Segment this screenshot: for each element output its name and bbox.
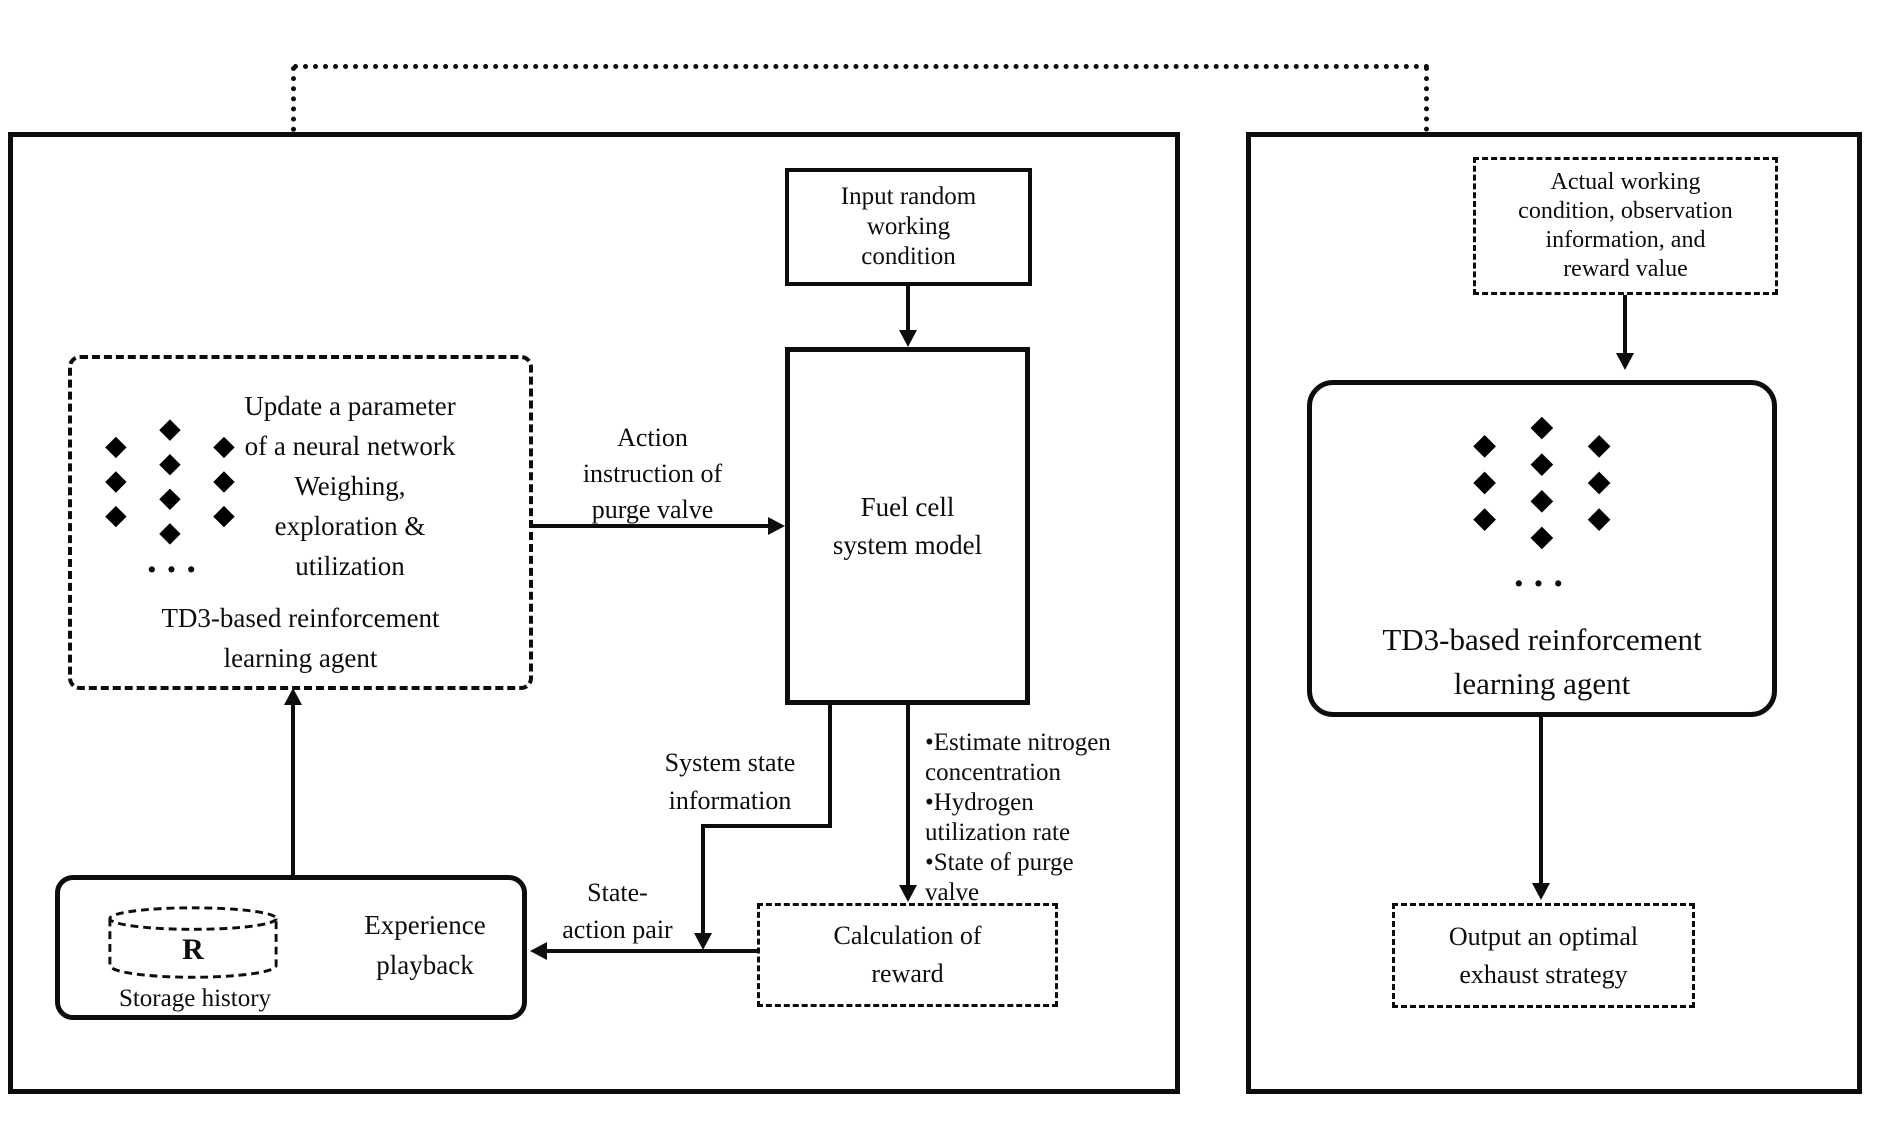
actual-condition-box: Actual working condition, observation in… <box>1473 157 1778 295</box>
state-action-label: State- action pair <box>562 878 673 944</box>
reward-line <box>906 705 910 889</box>
condition-to-agent-arrowhead <box>1616 353 1634 370</box>
reward-line-arrowhead <box>899 885 917 902</box>
condition-to-agent-line <box>1623 295 1627 357</box>
system-state-line-h <box>703 824 832 828</box>
deployment-agent-title: TD3-based reinforcement learning agent <box>1382 622 1702 701</box>
neural-network-icon <box>1468 412 1618 554</box>
ellipsis-dots: ··· <box>1512 563 1572 605</box>
experience-to-agent-arrowhead <box>284 688 302 705</box>
input-to-model-arrow-line <box>906 286 910 334</box>
agent-update-note: Update a parameter of a neural network W… <box>244 391 456 581</box>
state-action-arrowhead <box>530 942 547 960</box>
action-instruction-label: Action instruction of purge valve <box>582 423 723 524</box>
storage-cylinder-icon <box>108 906 278 979</box>
system-state-arrowhead <box>694 933 712 950</box>
storage-symbol: R <box>182 933 204 966</box>
model-outputs-list: •Estimate nitrogen concentration •Hydrog… <box>925 729 1111 906</box>
state-action-arrow-line <box>545 949 757 953</box>
calculation-of-reward-box: Calculation of reward <box>757 903 1058 1007</box>
output-strategy-box: Output an optimal exhaust strategy <box>1392 903 1695 1008</box>
agent-to-output-line <box>1539 717 1543 885</box>
training-td3-agent-box <box>68 355 533 690</box>
training-agent-title: TD3-based reinforcement learning agent <box>161 603 440 673</box>
system-state-line-v1 <box>828 705 832 828</box>
system-state-line-v2 <box>701 824 705 937</box>
action-instruction-arrowhead <box>768 517 785 535</box>
system-state-label: System state information <box>664 748 796 815</box>
ellipsis-dots: ··· <box>145 549 205 591</box>
parameter-transfer-dotted-line-horizontal <box>293 64 1430 69</box>
input-working-condition-box: Input random working condition <box>785 168 1032 286</box>
fuel-cell-model-box: Fuel cell system model <box>785 347 1030 705</box>
experience-playback-label: Experience playback <box>364 910 486 980</box>
experience-to-agent-line <box>291 702 295 875</box>
action-instruction-arrow-line <box>533 524 771 528</box>
storage-history-label: Storage history <box>118 985 272 1012</box>
agent-to-output-arrowhead <box>1532 883 1550 900</box>
input-to-model-arrowhead <box>899 330 917 347</box>
